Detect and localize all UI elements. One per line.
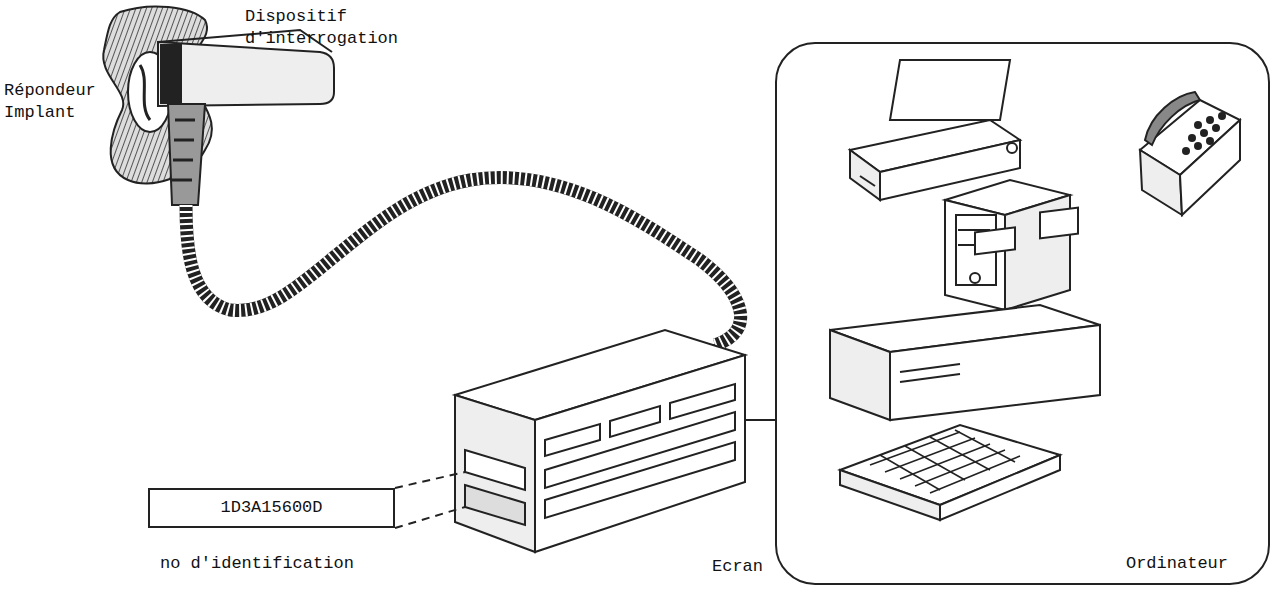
- id-number: 1D3A15600D: [220, 497, 322, 519]
- device-label: Dispositif d'interrogation: [245, 6, 415, 50]
- telephone: [1140, 92, 1240, 215]
- screen-label: Ecran: [712, 556, 802, 578]
- group-label: Ordinateur: [1126, 553, 1228, 575]
- system-unit: [830, 208, 1100, 420]
- link-wire: [745, 419, 775, 421]
- id-number-box: 1D3A15600D: [148, 488, 395, 528]
- interrogation-device: [158, 30, 334, 205]
- id-caption: no d'identification: [160, 553, 400, 575]
- leader-line: [395, 472, 465, 528]
- computer-group: Ordinateur: [775, 42, 1270, 585]
- implant-label: Répondeur Implant: [4, 80, 114, 124]
- display-unit: [455, 330, 745, 552]
- keyboard: [840, 425, 1060, 520]
- printer: [850, 60, 1020, 200]
- monitor: [945, 180, 1070, 310]
